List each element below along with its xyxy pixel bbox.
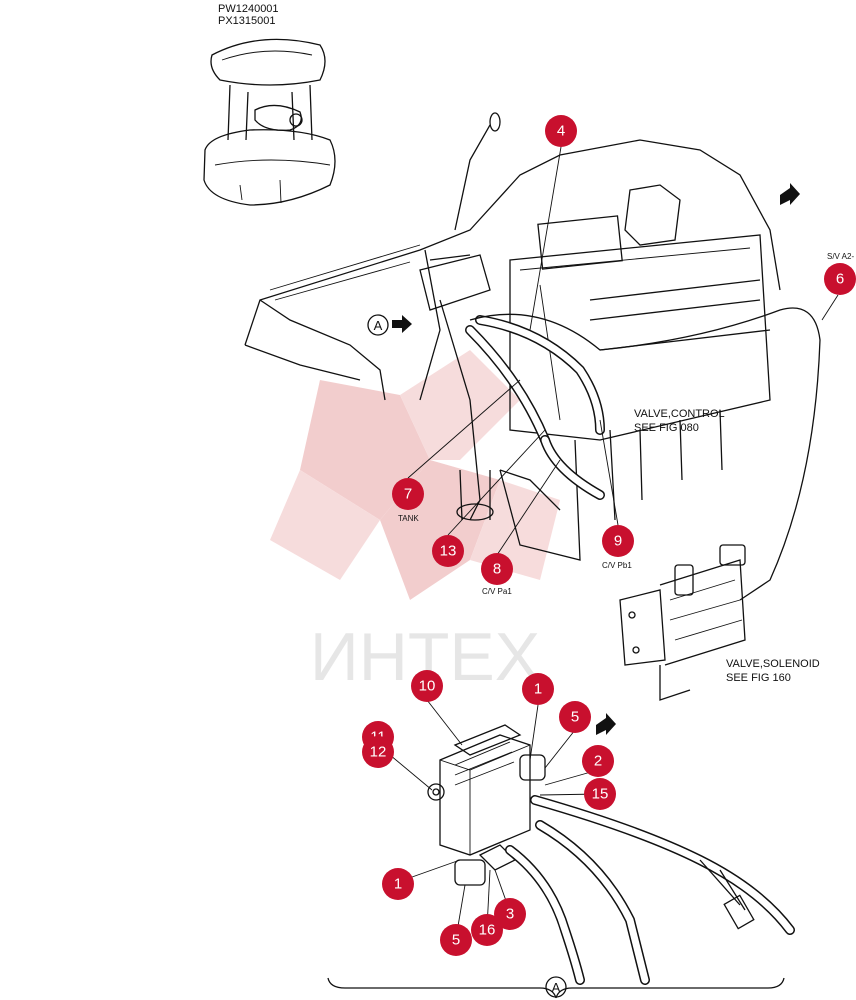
- label-valve-solenoid-1: VALVE,SOLENOID: [726, 658, 820, 670]
- svg-text:15: 15: [592, 786, 609, 803]
- label-valve-solenoid-2: SEE FIG 160: [726, 672, 791, 684]
- callout-8: 8: [481, 553, 513, 585]
- svg-text:6: 6: [836, 271, 844, 288]
- callout-2: 2: [582, 745, 614, 777]
- label-cv-pb1: C/V Pb1: [602, 561, 632, 570]
- model-number-2: PX1315001: [218, 15, 276, 27]
- svg-text:7: 7: [404, 486, 412, 503]
- detail-a-assembly: [427, 724, 795, 985]
- svg-text:10: 10: [419, 678, 436, 695]
- callout-10: 10: [411, 670, 443, 702]
- svg-text:5: 5: [452, 932, 460, 949]
- callout-13: 13: [432, 535, 464, 567]
- label-valve-control-1: VALVE,CONTROL: [634, 408, 725, 420]
- machine-frame: [244, 112, 781, 561]
- callout-5-bottom: 5: [440, 924, 472, 956]
- front-arrow-detail: [596, 713, 616, 735]
- front-arrow-top: [780, 183, 800, 205]
- svg-text:5: 5: [571, 709, 579, 726]
- machine-thumbnail: [203, 38, 336, 206]
- model-number-1: PW1240001: [218, 3, 279, 15]
- callout-12: 12: [362, 736, 394, 768]
- callout-16: 16: [471, 914, 503, 946]
- svg-text:A: A: [552, 980, 561, 995]
- callout-7: 7: [392, 478, 424, 510]
- svg-text:1: 1: [394, 876, 402, 893]
- callout-3: 3: [494, 898, 526, 930]
- solenoid-valve: [619, 544, 746, 701]
- svg-text:1: 1: [534, 681, 542, 698]
- detail-a-brace: A: [327, 976, 785, 999]
- label-cv-pa1: C/V Pa1: [482, 587, 512, 596]
- callout-5-top: 5: [559, 701, 591, 733]
- svg-text:16: 16: [479, 922, 496, 939]
- callout-1-bottom: 1: [382, 868, 414, 900]
- label-tank: TANK: [398, 514, 419, 523]
- callout-6: 6: [824, 263, 856, 295]
- view-a-marker: A: [367, 314, 412, 336]
- svg-text:2: 2: [594, 753, 602, 770]
- callout-4: 4: [545, 115, 577, 147]
- leader-lines: [377, 146, 839, 939]
- callout-15: 15: [584, 778, 616, 810]
- callout-9: 9: [602, 525, 634, 557]
- callout-1-top: 1: [522, 673, 554, 705]
- svg-text:3: 3: [506, 906, 514, 923]
- svg-text:4: 4: [557, 123, 565, 140]
- label-sv-a2: S/V A2-: [827, 252, 854, 261]
- svg-text:9: 9: [614, 533, 622, 550]
- label-valve-control-2: SEE FIG 080: [634, 422, 699, 434]
- svg-text:12: 12: [370, 744, 387, 761]
- main-hoses: [465, 307, 821, 601]
- svg-text:8: 8: [493, 561, 501, 578]
- svg-text:A: A: [374, 318, 383, 333]
- svg-text:13: 13: [440, 543, 457, 560]
- watermark-logo: [270, 350, 560, 600]
